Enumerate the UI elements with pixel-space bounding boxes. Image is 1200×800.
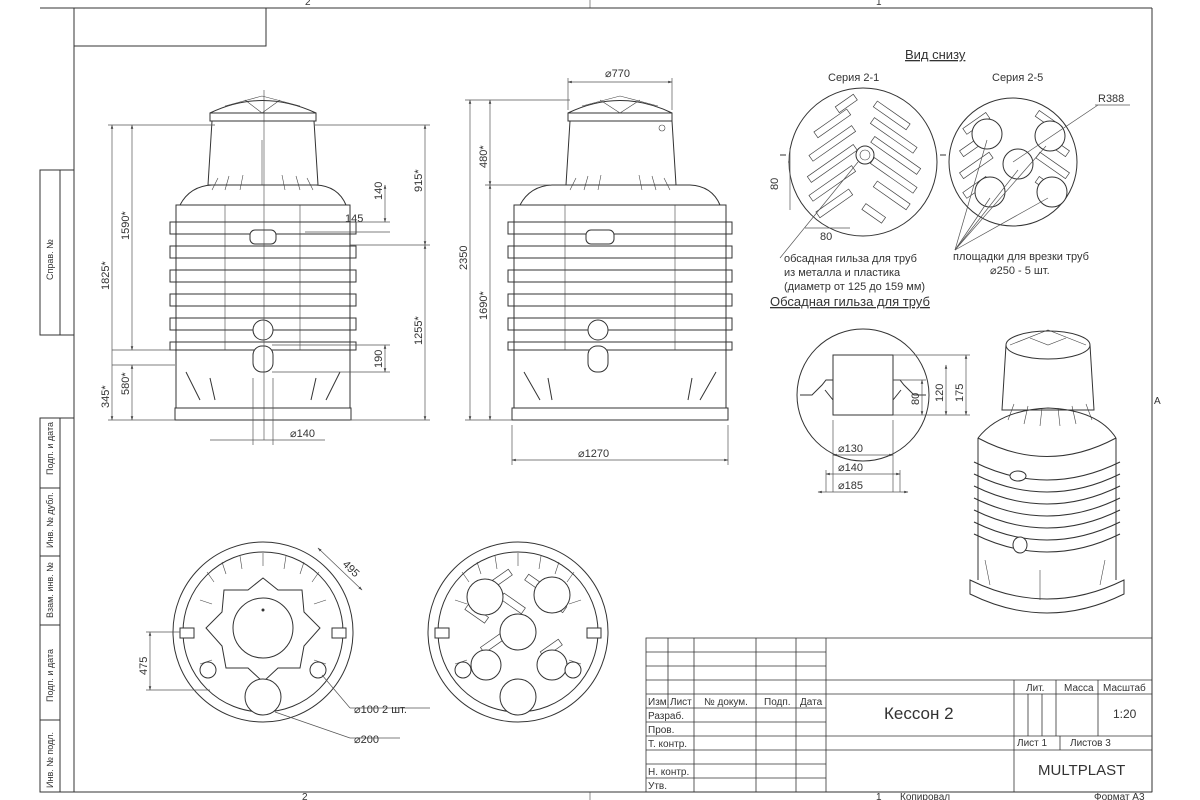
front-view-dim-lines — [108, 124, 430, 445]
zone-number-top-right: 1 — [876, 0, 882, 8]
tb-col-sign: Подп. — [764, 697, 791, 708]
tb-row-checked: Пров. — [648, 725, 674, 736]
dim-r388: R388 — [1098, 93, 1124, 105]
tb-scale-value: 1:20 — [1113, 707, 1137, 721]
tb-col-doc-no: № докум. — [704, 697, 748, 708]
stamp-label-sign-date-1: Подп. и дата — [45, 422, 55, 475]
sleeve-note-line-2: из металла и пластика — [784, 267, 901, 279]
dim-145: 145 — [345, 213, 363, 225]
sleeve-view-title: Обсадная гильза для труб — [770, 294, 930, 309]
sleeve-detail-view — [796, 328, 970, 494]
bottom-view-series-2-1 — [779, 87, 946, 259]
stamp-label-repl-inv: Взам. инв. № — [45, 562, 55, 618]
tb-row-norm-control: Н. контр. — [648, 767, 689, 778]
dim-1590: 1590* — [120, 211, 132, 240]
dim-1690: 1690* — [478, 291, 490, 320]
plan-view-right — [427, 541, 609, 723]
side-zone-mark: А — [1154, 396, 1161, 407]
dim-dia-185: ⌀185 — [838, 480, 863, 492]
dim-dia-770: ⌀770 — [605, 68, 630, 80]
side-stamp — [39, 169, 75, 793]
series-2-5-label: Серия 2-5 — [992, 72, 1043, 84]
tb-col-date: Дата — [800, 697, 823, 708]
dim-1825: 1825* — [100, 261, 112, 290]
tb-row-tech-control: Т. контр. — [648, 739, 687, 750]
footer-format: Формат А3 — [1094, 792, 1145, 800]
dim-190: 190 — [373, 350, 385, 368]
bottom-view-series-2-5 — [948, 97, 1130, 251]
dim-80-vert: 80 — [769, 178, 781, 190]
stamp-label-ref-no: Справ. № — [45, 239, 55, 280]
bottom-view-title: Вид снизу — [905, 47, 966, 62]
tb-lit-label: Лит. — [1026, 683, 1044, 694]
dim-dia-140-sleeve: ⌀140 — [838, 462, 863, 474]
dim-915: 915* — [413, 169, 425, 192]
dim-dia-140: ⌀140 — [290, 428, 315, 440]
side-view-dim-lines — [465, 78, 729, 465]
series-2-1-label: Серия 2-1 — [828, 72, 879, 84]
dim-2350: 2350 — [458, 246, 470, 270]
stamp-label-sign-date-2: Подп. и дата — [45, 649, 55, 702]
plan-view-left — [172, 541, 354, 723]
dim-80-horiz: 80 — [820, 231, 832, 243]
dim-140-neck: 140 — [373, 182, 385, 200]
dim-1255: 1255* — [413, 316, 425, 345]
dim-495: 495 — [340, 559, 362, 580]
dim-80-sleeve: 80 — [910, 393, 922, 405]
zone-number-top-left: 2 — [305, 0, 311, 8]
dim-475: 475 — [138, 657, 150, 675]
side-view-caisson — [507, 95, 733, 421]
zone-number-bottom-right: 1 — [876, 792, 882, 800]
dim-480: 480* — [478, 145, 490, 168]
isometric-view-caisson — [969, 329, 1125, 614]
sleeve-note-line-1: обсадная гильза для труб — [784, 253, 917, 265]
front-view-caisson — [169, 90, 357, 440]
footer-copied: Копировал — [900, 792, 950, 800]
dim-dia-1270: ⌀1270 — [578, 448, 609, 460]
title-block-grid — [645, 637, 1153, 793]
dim-dia-100-2pcs: ⌀100 2 шт. — [354, 704, 407, 716]
tb-row-developed: Разраб. — [648, 710, 684, 722]
tb-col-change: Изм. — [648, 697, 669, 708]
sleeve-note-line-3: (диаметр от 125 до 159 мм) — [784, 281, 925, 293]
tb-scale-label: Масштаб — [1103, 682, 1146, 694]
dim-120: 120 — [934, 384, 946, 402]
zone-number-bottom-left: 2 — [302, 792, 308, 800]
tb-row-approved: Утв. — [648, 781, 667, 792]
dim-dia-200: ⌀200 — [354, 734, 379, 746]
dim-dia-130: ⌀130 — [838, 443, 863, 455]
dim-175: 175 — [954, 384, 966, 402]
tb-mass-label: Масса — [1064, 683, 1094, 694]
plan-view-left-dims — [146, 547, 430, 739]
pads-note-line-1: площадки для врезки труб — [953, 251, 1089, 263]
dim-580: 580* — [120, 372, 132, 395]
stamp-label-dup-inv: Инв. № дубл. — [45, 492, 55, 548]
tb-product-name: Кессон 2 — [884, 704, 954, 723]
dim-345: 345* — [100, 385, 112, 408]
stamp-label-orig-inv: Инв. № подл. — [45, 732, 55, 788]
tb-company: MULTPLAST — [1038, 762, 1125, 779]
tb-col-sheet: Лист — [670, 697, 692, 708]
tb-sheets-label: Листов 3 — [1070, 738, 1111, 749]
pads-note-line-2: ⌀250 - 5 шт. — [990, 265, 1050, 277]
tb-sheet-label: Лист 1 — [1017, 738, 1048, 749]
